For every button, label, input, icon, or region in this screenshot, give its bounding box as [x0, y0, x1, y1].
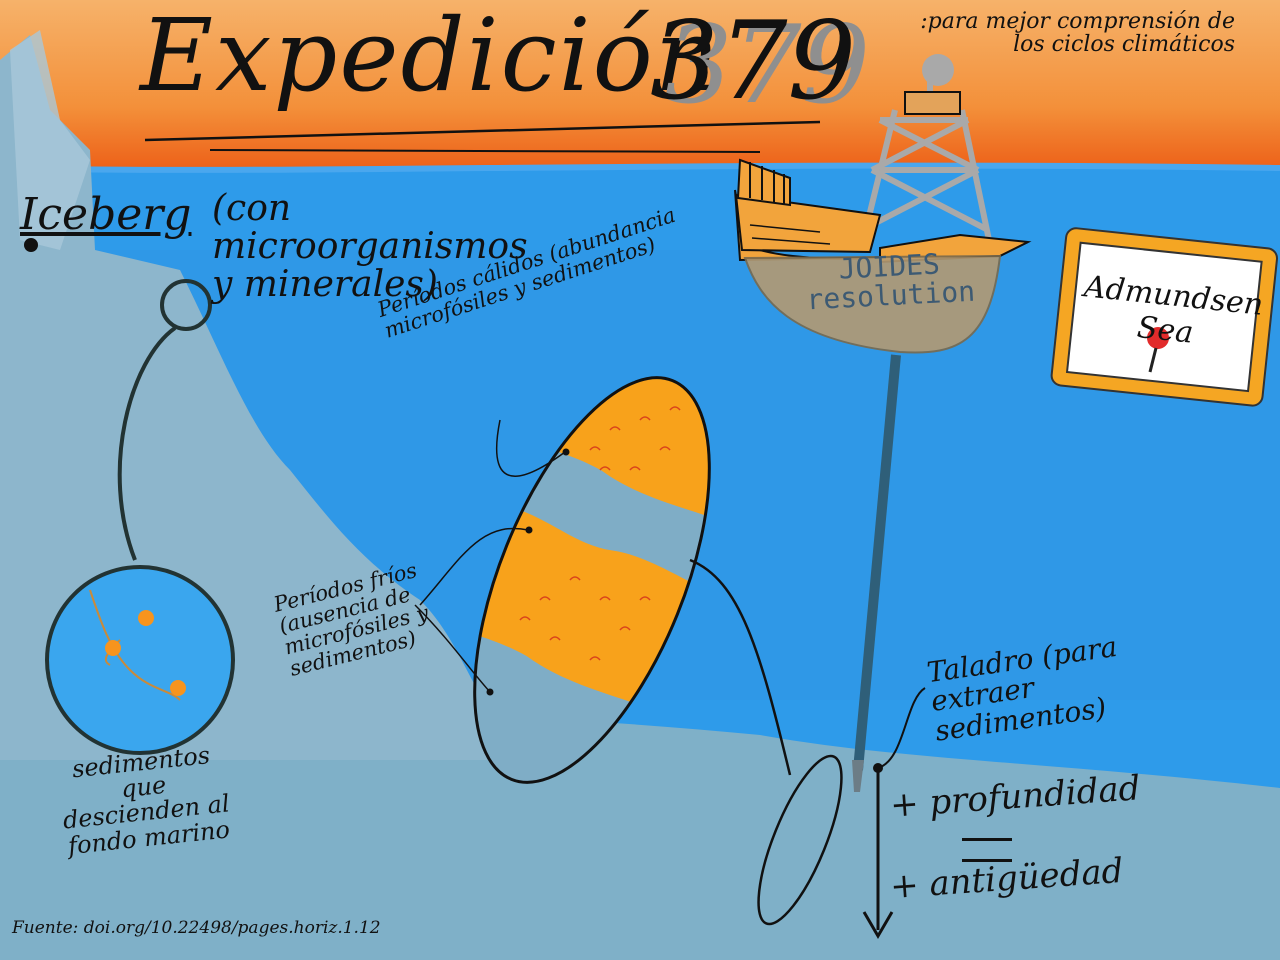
bubble-connector — [117, 326, 177, 561]
microfossils — [519, 406, 681, 661]
sediment-particle — [105, 640, 121, 656]
cold-pointer-line — [419, 527, 529, 606]
iceberg-label: Iceberg — [20, 189, 192, 240]
ship-hull-submerged — [743, 254, 1002, 354]
ship-cabin — [734, 193, 882, 254]
seafloor — [0, 700, 1280, 960]
expedition-number: 379 — [650, 0, 857, 124]
cold-pointer-dot-2 — [486, 688, 494, 696]
page-title: Expedición — [140, 0, 722, 114]
source-citation: Fuente: doi.org/10.22498/pages.horiz.1.1… — [12, 918, 381, 938]
sky — [0, 0, 1280, 178]
drill-pointer-dot — [873, 763, 883, 773]
equals-sign — [962, 838, 1012, 862]
ship-bridge-windows — [749, 162, 785, 204]
ocean-surface-line — [0, 162, 1280, 173]
iceberg-highlight — [10, 30, 90, 250]
drill-hole-ellipse — [757, 754, 843, 926]
map-pin-icon — [1147, 327, 1169, 349]
sediment-magnifier-circle — [45, 565, 235, 755]
cold-pointer-dot — [525, 526, 533, 534]
drill-tower — [859, 70, 993, 246]
core-connector — [689, 558, 792, 776]
ship-deck-lines — [749, 224, 831, 245]
map-frame — [1050, 227, 1279, 407]
sediments-label: sedimentos que descienden al fondo marin… — [61, 741, 232, 860]
iceberg-note: (con microorganismos y minerales) — [212, 188, 528, 305]
sediment-particle — [170, 680, 186, 696]
title-underline — [144, 120, 821, 142]
sediment-particle — [138, 610, 154, 626]
drill-pointer-line — [877, 687, 926, 769]
page-subtitle: :para mejor comprensión de los ciclos cl… — [920, 9, 1235, 58]
map-pin-needle — [1148, 347, 1158, 373]
drill-pipe — [853, 354, 901, 771]
drill-bit — [852, 760, 864, 792]
bullet-icon — [24, 238, 38, 252]
warm-pointer-line — [495, 419, 566, 477]
small-bubble — [160, 279, 212, 331]
ship-label: JOIDES resolution — [805, 247, 976, 317]
title-underline-2 — [209, 149, 761, 153]
tower-top — [922, 54, 954, 86]
cold-pointer-line-2 — [414, 604, 491, 693]
depth-arrow-head — [862, 911, 894, 939]
warm-pointer-dot — [562, 448, 570, 456]
tower-top-box — [904, 91, 961, 115]
